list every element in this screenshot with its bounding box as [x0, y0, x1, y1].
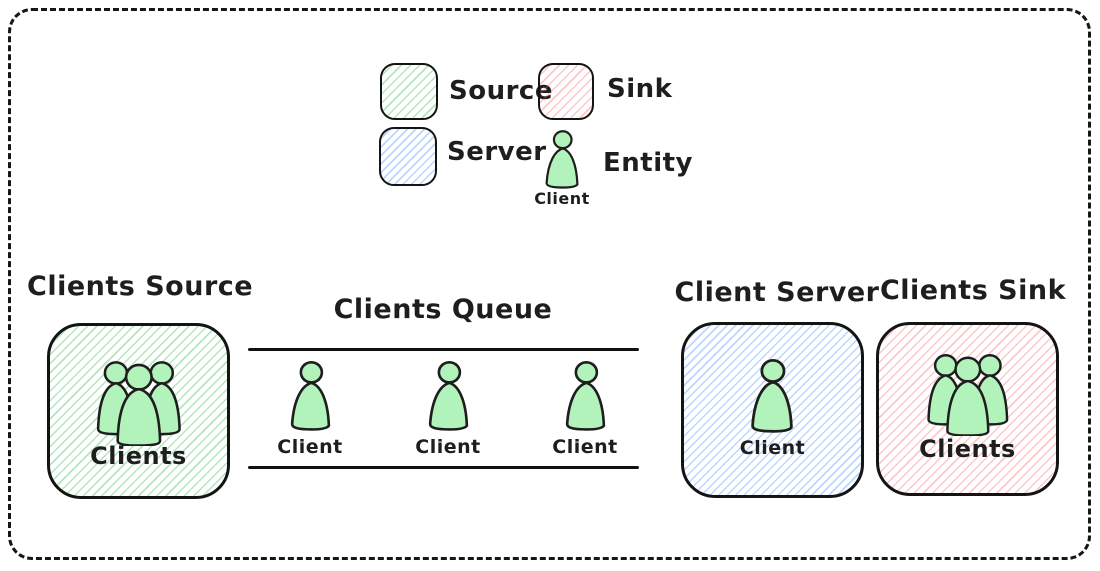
legend-source-swatch — [380, 63, 438, 120]
clients-group-icon — [96, 361, 181, 446]
legend-sink-swatch — [538, 63, 594, 120]
sink-box: Clients — [876, 322, 1059, 496]
sink-title: Clients Sink — [879, 275, 1067, 306]
queue-client-icon — [290, 361, 331, 431]
server-title: Client Server — [674, 277, 880, 308]
server-box-label: Client — [739, 437, 806, 459]
source-box-label: Clients — [90, 442, 187, 470]
queue-bottom-line — [248, 466, 639, 469]
sink-box-label: Clients — [919, 435, 1016, 463]
queue-client-label: Client — [415, 436, 481, 458]
legend-entity-name: Client — [534, 189, 590, 208]
source-box: Clients — [47, 323, 230, 499]
queue-client-icon — [428, 361, 469, 431]
legend-entity-label: Entity — [603, 148, 693, 178]
source-title: Clients Source — [27, 271, 254, 302]
server-client-icon — [751, 359, 793, 433]
entity-person-icon — [545, 130, 579, 189]
legend-sink-label: Sink — [607, 74, 673, 104]
queue-client-label: Client — [552, 436, 618, 458]
queue-top-line — [248, 348, 639, 351]
clients-group-icon — [927, 354, 1009, 436]
queue-client-icon — [565, 361, 606, 431]
legend-source-label: Source — [449, 76, 553, 106]
queue-client-label: Client — [277, 436, 343, 458]
queue-title: Clients Queue — [333, 294, 553, 325]
legend-server-swatch — [379, 127, 437, 186]
server-box: Client — [681, 322, 864, 498]
legend-server-label: Server — [447, 137, 547, 167]
